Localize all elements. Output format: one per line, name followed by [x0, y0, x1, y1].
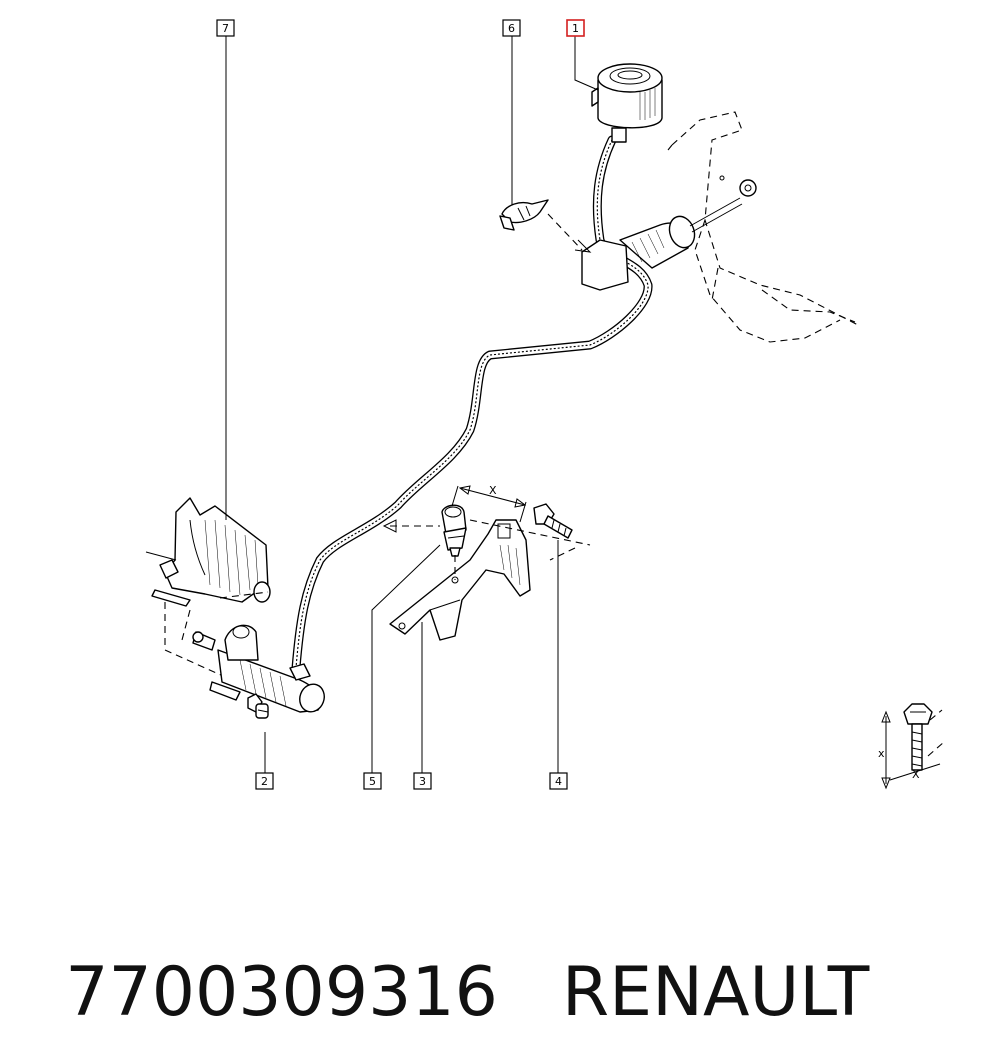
svg-text:6: 6	[508, 22, 515, 35]
svg-text:3: 3	[419, 775, 426, 788]
master-cylinder	[581, 175, 757, 291]
svg-text:5: 5	[369, 775, 376, 788]
mounting-bracket	[389, 519, 531, 641]
hose-clip	[499, 199, 592, 253]
slave-cylinder	[192, 624, 325, 713]
hydraulic-hose	[291, 135, 653, 673]
bolt-part-2	[247, 693, 269, 719]
callout-3: 3	[413, 772, 432, 790]
fluid-reservoir	[591, 63, 663, 143]
callout-7: 7	[216, 19, 235, 37]
screw-part-4	[469, 503, 591, 561]
callout-4: 4	[549, 772, 568, 790]
clutch-hydraulic-exploded-diagram: X x X 1 6 7 2	[145, 19, 945, 790]
callout-2: 2	[255, 772, 274, 790]
svg-text:7: 7	[222, 22, 229, 35]
heat-shield	[145, 497, 271, 607]
svg-text:1: 1	[572, 22, 579, 35]
callout-1: 1	[566, 19, 585, 37]
pedal-bracket-outline	[667, 111, 859, 343]
callout-5: 5	[363, 772, 382, 790]
brand-name: RENAULT	[561, 953, 870, 1032]
inset-x-vertical-label: x	[878, 747, 885, 760]
x-dimension-bracket: X	[451, 484, 527, 523]
svg-text:2: 2	[261, 775, 268, 788]
inset-x-horizontal-label: X	[912, 768, 920, 781]
part-caption: 7700309316 RENAULT	[22, 858, 869, 1032]
leader-lines	[225, 36, 599, 773]
inset-bolt-detail: x X	[878, 703, 945, 790]
svg-text:4: 4	[555, 775, 562, 788]
part-number: 7700309316	[65, 953, 498, 1032]
x-dimension-label: X	[489, 484, 497, 497]
connector-part-5	[382, 504, 467, 557]
callout-6: 6	[502, 19, 521, 37]
alignment-dashes-left	[164, 591, 269, 681]
